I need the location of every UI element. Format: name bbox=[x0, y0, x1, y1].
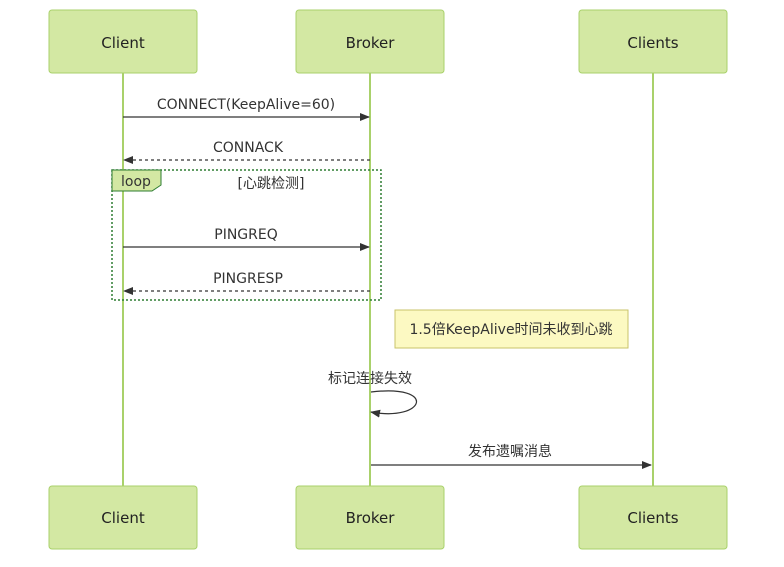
loop-condition: [心跳检测] bbox=[238, 176, 305, 192]
actor-client-bottom-label: Client bbox=[101, 509, 145, 527]
actor-broker-top-label: Broker bbox=[346, 34, 396, 52]
actor-clients-bottom-label: Clients bbox=[627, 509, 678, 527]
actor-clients-top: Clients bbox=[578, 9, 728, 74]
message-self-mark: 标记连接失效 bbox=[328, 370, 418, 418]
actor-client-top: Client bbox=[48, 9, 198, 74]
actor-client-bottom: Client bbox=[48, 485, 198, 550]
message-connack: CONNACK bbox=[123, 140, 370, 164]
actor-broker-bottom-label: Broker bbox=[346, 509, 396, 527]
message-connect-label: CONNECT(KeepAlive=60) bbox=[157, 97, 335, 113]
actor-client-top-label: Client bbox=[101, 34, 145, 52]
note: 1.5倍KeepAlive时间未收到心跳 bbox=[394, 309, 629, 349]
actor-clients-bottom: Clients bbox=[578, 485, 728, 550]
message-pingresp-label: PINGRESP bbox=[213, 271, 283, 287]
actor-clients-top-label: Clients bbox=[627, 34, 678, 52]
actor-broker-top: Broker bbox=[295, 9, 445, 74]
message-connect: CONNECT(KeepAlive=60) bbox=[123, 97, 370, 121]
message-connack-label: CONNACK bbox=[213, 140, 284, 156]
loop-frame: loop [心跳检测] bbox=[111, 169, 382, 301]
note-text: 1.5倍KeepAlive时间未收到心跳 bbox=[409, 322, 612, 338]
message-pingresp: PINGRESP bbox=[123, 271, 370, 295]
actor-broker-bottom: Broker bbox=[295, 485, 445, 550]
message-publish-will-label: 发布遗嘱消息 bbox=[468, 443, 552, 460]
message-publish-will: 发布遗嘱消息 bbox=[371, 443, 652, 469]
message-self-mark-label: 标记连接失效 bbox=[328, 370, 412, 387]
loop-label: loop bbox=[121, 174, 151, 190]
message-pingreq-label: PINGREQ bbox=[214, 227, 278, 243]
message-pingreq: PINGREQ bbox=[123, 227, 370, 251]
